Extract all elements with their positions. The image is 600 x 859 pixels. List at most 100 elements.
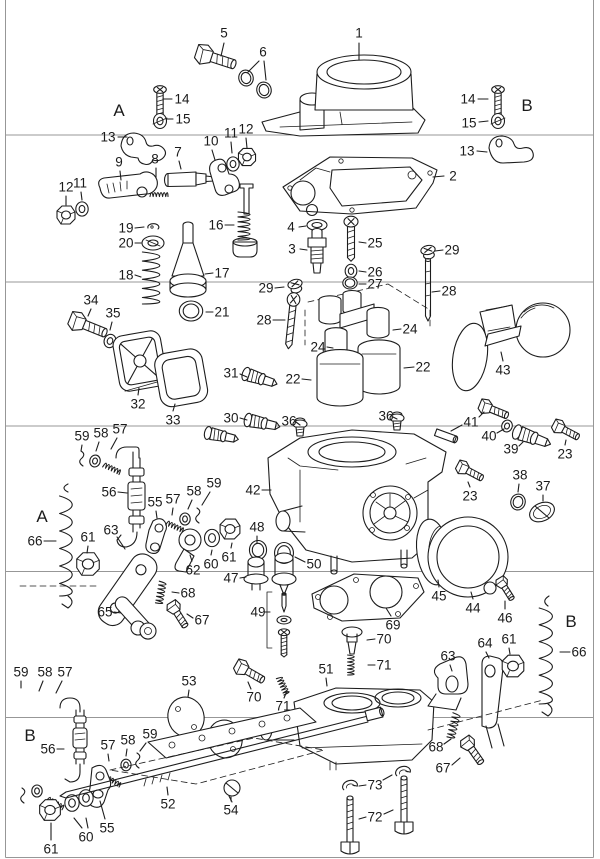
callout-70: 70: [376, 632, 391, 647]
leader-line-11: [230, 141, 233, 154]
leader-line-67: [186, 613, 194, 619]
leader-line-47: [239, 576, 247, 579]
part-carburetor-body-42: [268, 430, 446, 574]
callout-36: 36: [281, 414, 296, 429]
part-spring-71-right: [347, 654, 355, 676]
part-lockring-73-left: [340, 778, 359, 791]
part-seal-rings-6: [236, 67, 274, 101]
leader-line-57: [55, 680, 63, 694]
callout-32: 32: [130, 397, 145, 412]
leader-line-72: [358, 816, 367, 820]
part-plunger-16: [233, 184, 257, 257]
leader-line-50: [294, 556, 306, 563]
leader-line-62: [189, 554, 193, 562]
leader-line-6: [247, 60, 260, 73]
leader-line-33: [172, 403, 176, 412]
part-washer-58-top: [87, 453, 103, 469]
callout-66: 66: [571, 645, 586, 660]
part-gasket-2: [283, 157, 437, 216]
callout-6: 6: [259, 45, 267, 60]
part-plug-screw-37: [526, 498, 557, 525]
leader-line-18: [134, 274, 142, 278]
part-pump-rod-56-top: [116, 447, 145, 547]
leader-line-15: [478, 120, 489, 123]
section-letter-A: A: [113, 101, 125, 120]
callout-27: 27: [367, 277, 382, 292]
leader-line-58: [38, 680, 44, 692]
part-clip-59-b1: [20, 787, 26, 804]
leader-line-2: [432, 175, 445, 178]
part-nut-61-right: [501, 654, 525, 678]
part-float-43: [448, 303, 570, 393]
callout-7: 7: [174, 145, 182, 160]
callout-8: 8: [151, 152, 159, 167]
callout-11: 11: [73, 176, 87, 191]
part-washer-58-b1: [31, 784, 43, 798]
part-screw-67-b: [457, 733, 489, 769]
part-pump-jet-70-right: [342, 627, 362, 654]
callout-5: 5: [220, 26, 228, 41]
part-clip-59-top: [79, 450, 85, 467]
leader-line-64: [485, 651, 490, 659]
callout-13: 13: [100, 130, 115, 145]
part-washer-58-mid: [179, 512, 191, 526]
leader-line-31: [239, 373, 248, 378]
callout-39: 39: [503, 442, 518, 457]
leader-line-65: [113, 611, 122, 614]
part-drawings: [20, 41, 583, 854]
leader-line-25: [358, 241, 367, 244]
part-gasket-69: [312, 574, 424, 621]
callout-61: 61: [221, 550, 236, 565]
callout-26: 26: [367, 265, 382, 280]
callout-61: 61: [501, 632, 516, 647]
callout-61: 61: [43, 842, 58, 857]
section-letter-B: B: [565, 612, 576, 631]
leader-line-19: [134, 226, 145, 229]
leader-line-55: [155, 510, 158, 519]
callout-38: 38: [512, 468, 527, 483]
callout-55: 55: [99, 821, 114, 836]
callout-63: 63: [440, 649, 455, 664]
part-dash-link-right: [428, 700, 543, 730]
callout-57: 57: [100, 738, 115, 753]
part-cover-32: [112, 329, 169, 392]
part-spring-57-top: [102, 462, 122, 475]
section-letter-B: B: [521, 96, 532, 115]
part-clamp-63-right: [428, 657, 468, 710]
part-washer-26: [344, 263, 358, 279]
leader-line-36: [295, 421, 301, 426]
callout-31: 31: [223, 366, 238, 381]
callout-28: 28: [256, 313, 271, 328]
leader-line-24: [326, 346, 334, 349]
part-screw-46: [493, 574, 519, 604]
leader-line-60: [73, 817, 83, 829]
callout-54: 54: [223, 803, 239, 818]
leader-line-41: [450, 424, 463, 432]
callout-70: 70: [246, 690, 261, 705]
callout-15: 15: [175, 112, 190, 127]
leader-line-70: [366, 638, 376, 641]
callout-58: 58: [93, 426, 108, 441]
leader-line-63: [116, 536, 126, 550]
part-nut-12-upper: [237, 147, 257, 167]
callout-42: 42: [245, 483, 260, 498]
callout-2: 2: [449, 169, 457, 184]
part-bracket-63-left: [94, 549, 162, 630]
part-screw-54: [224, 780, 240, 802]
callout-3: 3: [288, 242, 296, 257]
part-lever-10: [210, 159, 240, 195]
callout-43: 43: [495, 363, 510, 378]
part-lever-65: [112, 594, 157, 642]
leader-line-67: [451, 757, 461, 766]
callout-59: 59: [74, 429, 89, 444]
part-lockring-73-right: [393, 764, 412, 777]
leader-line-63: [449, 664, 453, 672]
leader-line-35: [109, 321, 113, 331]
callout-48: 48: [249, 520, 264, 535]
leader-line-7: [178, 160, 182, 170]
part-bracket-64: [482, 656, 504, 748]
callout-14: 14: [460, 92, 476, 107]
callout-24: 24: [402, 322, 418, 337]
